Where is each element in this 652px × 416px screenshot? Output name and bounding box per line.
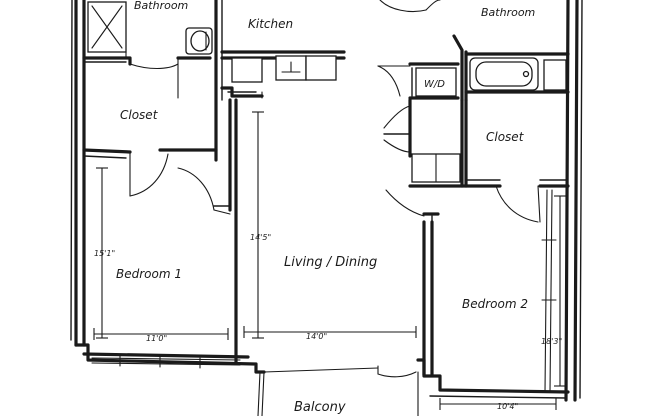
balcony-area <box>257 365 419 416</box>
label-wd: W/D <box>424 79 445 90</box>
closet-right-area <box>383 98 570 188</box>
kitchen-counter <box>220 50 346 99</box>
label-bedroom-1: Bedroom 1 <box>116 267 182 281</box>
bedroom-1-window <box>91 355 241 369</box>
label-bathroom-right: Bathroom <box>481 6 535 19</box>
bedroom-2-walls <box>385 185 541 377</box>
dim-living-width: 14'0" <box>306 332 327 341</box>
bathroom-right-area <box>379 0 570 102</box>
bedroom-2-window <box>541 189 557 393</box>
label-kitchen: Kitchen <box>248 17 293 31</box>
label-balcony: Balcony <box>294 400 346 415</box>
dim-bedroom-2-height: 18'3" <box>541 337 562 346</box>
dim-bedroom-1-width: 11'0" <box>146 334 167 343</box>
dim-bedroom-1-height: 15'1" <box>94 249 115 258</box>
label-closet-left: Closet <box>120 108 159 122</box>
bathroom-left-area <box>82 0 223 162</box>
washer-dryer-area <box>377 62 460 100</box>
kitchen-cabinet <box>231 57 263 83</box>
label-bathroom-left: Bathroom <box>134 0 188 12</box>
label-living-dining: Living / Dining <box>284 255 377 270</box>
kitchen-stove <box>305 55 337 81</box>
toilet <box>185 27 213 55</box>
dimension-lines <box>93 111 566 410</box>
washer-dryer <box>415 67 457 97</box>
label-bedroom-2: Bedroom 2 <box>462 297 528 311</box>
bedroom-1-walls <box>177 98 238 364</box>
label-closet-right: Closet <box>486 130 525 144</box>
closet-left-area <box>82 148 218 197</box>
dim-living-height: 14'5" <box>250 233 271 242</box>
dim-bedroom-2-width: 10'4" <box>497 402 518 411</box>
vanity <box>543 59 567 91</box>
